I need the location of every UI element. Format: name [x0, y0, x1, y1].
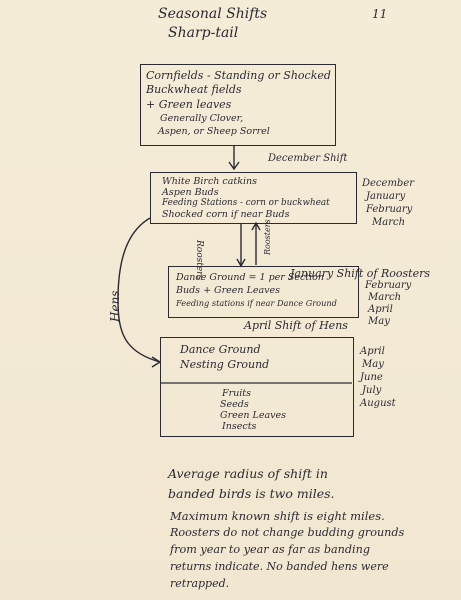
box3-month-1: February: [365, 280, 412, 291]
box3-line-2: Buds + Green Leaves: [176, 285, 281, 296]
note-line-5: from year to year as far as banding: [170, 543, 370, 556]
box1-line-2: Buckwheat fields: [146, 83, 242, 96]
box4-month-3: June: [360, 372, 383, 383]
label-december-shift: December Shift: [268, 153, 348, 164]
box4-month-2: May: [362, 359, 384, 370]
box4-top-line-2: Nesting Ground: [180, 358, 270, 371]
arrow-hens-curve: [117, 217, 161, 363]
note-line-3: Maximum known shift is eight miles.: [170, 509, 385, 523]
box-white-birch: [150, 172, 357, 224]
box3-line-3: Feeding stations if near Dance Ground: [176, 298, 337, 308]
page-number: 11: [372, 7, 388, 21]
box2-month-2: January: [366, 191, 406, 202]
note-line-1: Average radius of shift in: [168, 466, 328, 481]
title-line-2: Sharp-tail: [168, 25, 239, 41]
box4-bottom-line-3: Green Leaves: [220, 410, 286, 421]
note-line-6: returns indicate. No banded hens were: [170, 560, 389, 573]
note-line-7: retrapped.: [170, 577, 230, 590]
box-cornfields: [140, 64, 336, 146]
box2-month-4: March: [372, 217, 406, 228]
box-dance-ground: [168, 266, 359, 318]
box2-month-1: December: [362, 178, 415, 189]
box2-month-3: February: [366, 204, 413, 215]
box2-line-4: Shocked corn if near Buds: [162, 209, 290, 220]
box4-bottom-line-4: Insects: [222, 421, 257, 432]
box3-month-4: May: [368, 316, 390, 327]
box-nesting: [160, 337, 354, 437]
label-april-shift: April Shift of Hens: [244, 319, 348, 332]
box1-line-5: Aspen, or Sheep Sorrel: [158, 126, 270, 137]
label-roosters-up: Roosters: [263, 219, 272, 255]
box4-bottom-line-2: Seeds: [220, 399, 249, 410]
box3-line-1: Dance Ground = 1 per Section: [176, 272, 325, 283]
box4-month-5: August: [360, 398, 396, 409]
title-line-1: Seasonal Shifts: [158, 6, 268, 22]
label-hens: Hens: [108, 290, 122, 322]
label-january-shift: January Shift of Roosters: [290, 267, 430, 280]
note-line-4: Roosters do not change budding grounds: [170, 526, 405, 539]
box4-bottom-line-1: Fruits: [222, 388, 251, 399]
box2-line-2: Aspen Buds: [162, 187, 219, 198]
box1-line-3: + Green leaves: [146, 98, 232, 111]
box2-line-1: White Birch catkins: [162, 176, 257, 187]
arrow-head-box2: [228, 161, 240, 171]
box4-month-1: April: [360, 346, 385, 357]
box3-month-3: April: [368, 304, 393, 315]
box2-line-3: Feeding Stations - corn or buckwheat: [162, 198, 330, 208]
box1-line-4: Generally Clover,: [160, 113, 244, 124]
note-line-2: banded birds is two miles.: [168, 486, 335, 501]
box1-line-1: Cornfields - Standing or Shocked: [146, 69, 331, 82]
box3-month-2: March: [368, 292, 402, 303]
arrow-head-hens: [151, 356, 162, 368]
box4-top-line-1: Dance Ground: [180, 343, 261, 356]
box4-month-4: July: [362, 385, 382, 396]
